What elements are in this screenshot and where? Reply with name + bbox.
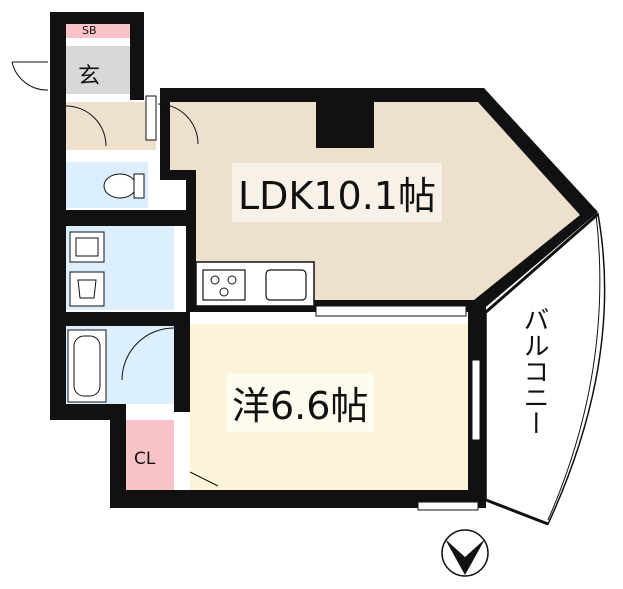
doors xyxy=(11,61,219,487)
entrance-label: 玄 xyxy=(78,64,101,89)
shoe-box-label: SB xyxy=(82,24,97,37)
balcony xyxy=(485,212,606,526)
closet-floor xyxy=(126,420,174,490)
pillar xyxy=(316,102,374,148)
vanity-icon xyxy=(69,271,105,307)
kitchen-counter xyxy=(195,261,315,307)
stove-icon xyxy=(202,269,246,301)
ldk-room-label: LDK10.1帖 xyxy=(232,163,442,222)
shoe-box xyxy=(66,24,130,38)
balcony-label: バルコニー xyxy=(519,306,549,436)
windows xyxy=(145,95,481,511)
closet-label: CL xyxy=(134,449,156,469)
north-compass-icon xyxy=(441,529,489,577)
washer-icon xyxy=(69,231,105,263)
sink-icon xyxy=(265,269,307,301)
toilet-icon xyxy=(103,173,145,199)
entrance-floor xyxy=(66,46,130,94)
western-room-label: 洋6.6帖 xyxy=(226,373,375,432)
bathtub-icon xyxy=(67,329,107,403)
hall-floor xyxy=(66,102,156,150)
